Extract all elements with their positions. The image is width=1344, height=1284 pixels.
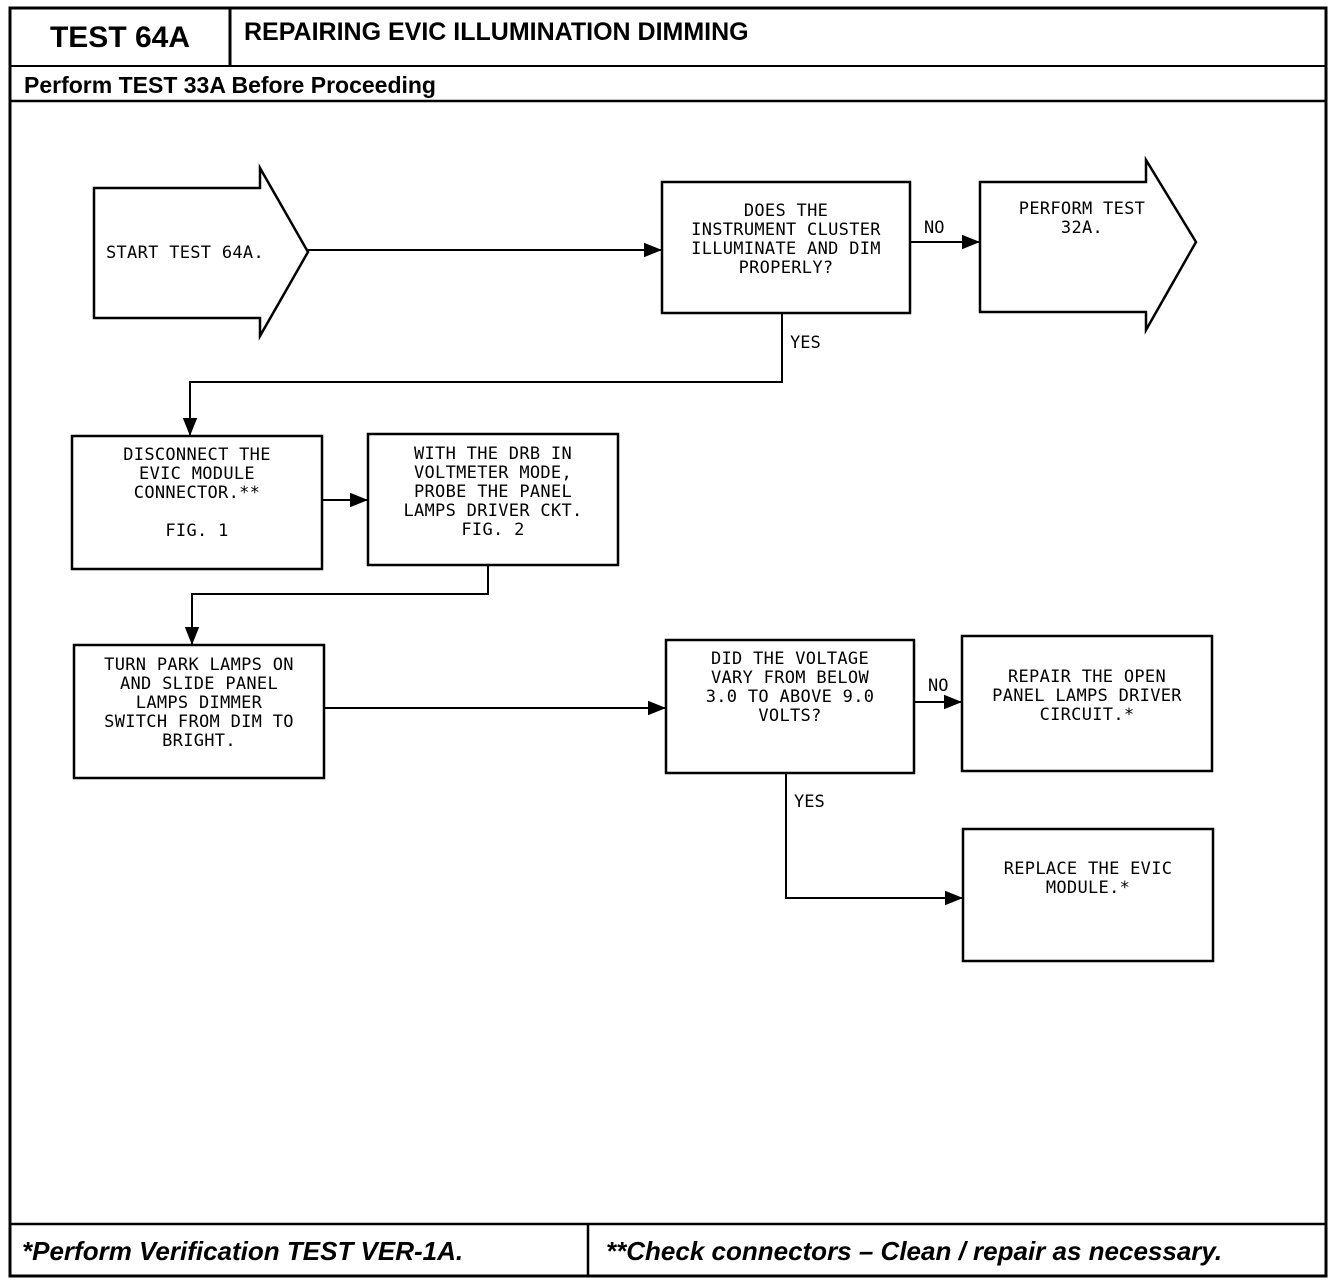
repair-box (960, 634, 1214, 773)
disconnect-box (70, 434, 324, 571)
q1-yes-label: YES (790, 333, 821, 353)
repair-text: REPAIR THE OPEN PANEL LAMPS DRIVER CIRCU… (992, 667, 1182, 725)
q1-no-label: NO (924, 218, 945, 238)
probe-to-turn-arrow (184, 565, 489, 645)
probe-text: WITH THE DRB IN VOLTMETER MODE, PROBE TH… (403, 444, 583, 540)
outer-border (8, 6, 1328, 1278)
test-title: REPAIRING EVIC ILLUMINATION DIMMING (244, 18, 749, 46)
q2-no-label: NO (928, 676, 949, 696)
q2-yes-label: YES (794, 792, 825, 812)
start-text: START TEST 64A. (105, 242, 265, 263)
perform32-text: PERFORM TEST 32A. (1018, 199, 1146, 238)
q1-box (660, 180, 912, 315)
footer-verification-note: *Perform Verification TEST VER-1A. (22, 1236, 464, 1266)
footer-connectors-note: **Check connectors – Clean / repair as n… (606, 1236, 1223, 1266)
replace-box (961, 827, 1215, 963)
q1-text: DOES THE INSTRUMENT CLUSTER ILLUMINATE A… (691, 201, 881, 278)
q1-yes-arrow (182, 313, 783, 436)
replace-text: REPLACE THE EVIC MODULE.* (1003, 859, 1173, 898)
q2-text: DID THE VOLTAGE VARY FROM BELOW 3.0 TO A… (705, 649, 875, 726)
q2-box (664, 638, 916, 775)
start-arrow-shape (92, 163, 310, 341)
test-id-label: TEST 64A (49, 21, 191, 54)
disconnect-text: DISCONNECT THE EVIC MODULE CONNECTOR.** … (123, 445, 271, 541)
turn-box (72, 643, 326, 780)
prerequisite-note: Perform TEST 33A Before Proceeding (24, 72, 436, 98)
q2-yes-arrow (785, 773, 963, 906)
perform32-arrow-shape (978, 155, 1198, 335)
turn-text: TURN PARK LAMPS ON AND SLIDE PANEL LAMPS… (104, 655, 294, 751)
